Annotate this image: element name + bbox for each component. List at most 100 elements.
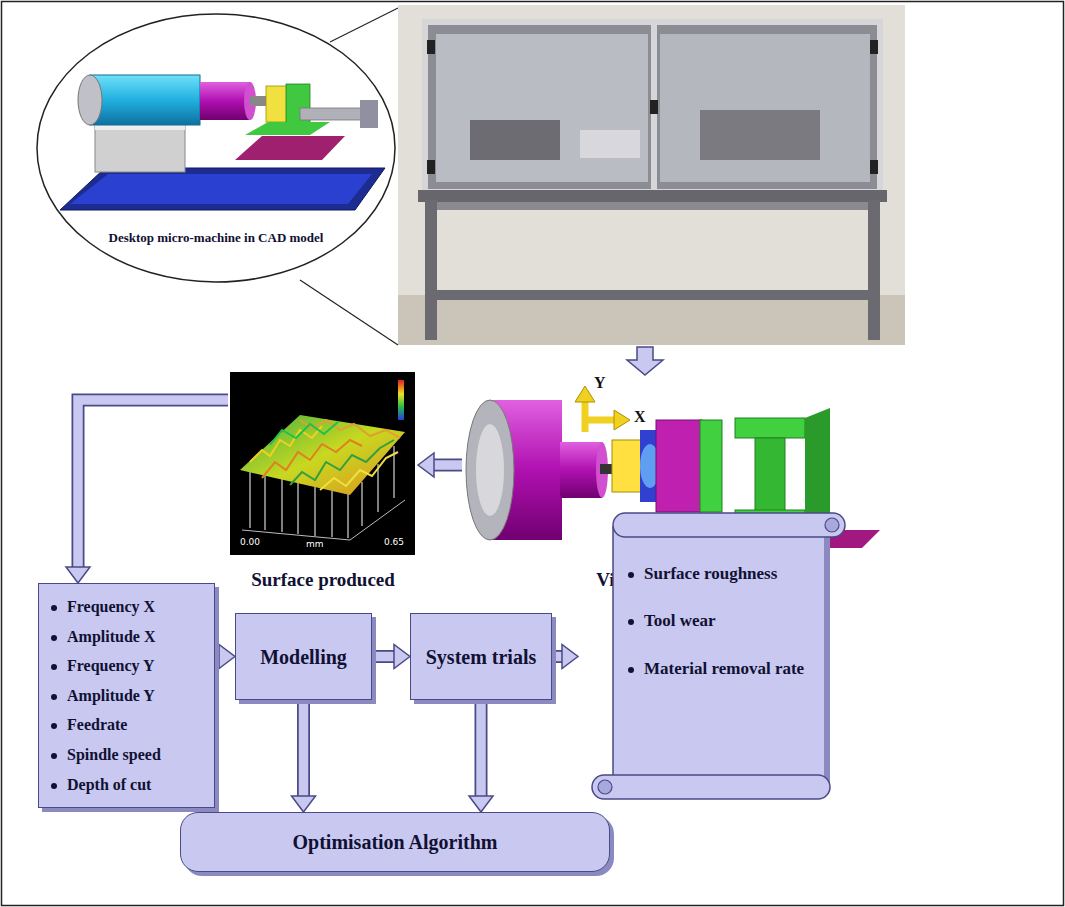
arrow-shaft	[78, 400, 228, 568]
cad-illustration	[60, 75, 385, 210]
bullet-dot	[51, 753, 57, 759]
surface-plot	[315, 487, 316, 536]
axis-label: Y	[594, 374, 606, 392]
surface-plot	[250, 420, 400, 490]
block-arrow	[469, 700, 493, 812]
output-scroll: Surface roughnessTool wearMaterial remov…	[578, 505, 858, 805]
surface-plot	[348, 494, 349, 538]
arrow-shaft-outline	[475, 700, 488, 797]
cad-illustration	[360, 100, 378, 128]
bullet-text: Material removal rate	[644, 658, 804, 679]
enclosure-photo	[650, 100, 658, 114]
enclosure-photo	[425, 200, 437, 340]
process-box: System trials	[410, 613, 552, 700]
bullet-dot	[628, 667, 634, 673]
arrow-shaft-outline	[78, 400, 228, 568]
surface-plot	[398, 380, 404, 420]
block-arrow	[627, 347, 663, 375]
bullet-item: Amplitude X	[51, 627, 206, 646]
enclosure-photo	[398, 5, 905, 345]
arrow-shaft-outline	[433, 459, 462, 472]
vibration-illustration	[466, 386, 880, 548]
enclosure-photo	[398, 5, 905, 345]
enclosure-photo	[470, 120, 560, 160]
bullet-text: Feedrate	[67, 715, 127, 734]
scroll-shape	[613, 527, 828, 785]
enclosure-photo	[398, 295, 905, 345]
scroll-roll	[592, 775, 830, 799]
cad-ellipse: Desktop micro-machine in CAD model	[35, 12, 397, 284]
enclosure-photo	[427, 40, 435, 54]
scroll-curl	[825, 518, 839, 532]
bullet-text: Amplitude Y	[67, 686, 155, 705]
surface-plot	[270, 422, 338, 445]
arrow-head	[562, 645, 578, 669]
vibration-illustration	[735, 418, 805, 438]
bullet-item: Frequency Y	[51, 656, 206, 675]
enclosure-photo	[436, 34, 648, 182]
cad-illustration	[245, 122, 330, 135]
bullet-text: Amplitude X	[67, 627, 155, 646]
image-caption: Surface produced	[251, 569, 395, 590]
enclosure-photo	[580, 130, 640, 158]
arrow-shaft	[433, 460, 462, 470]
plot-tick: mm	[306, 540, 324, 550]
scroll-curl	[598, 780, 612, 794]
vibration-illustration	[656, 420, 702, 512]
optimisation-box: Optimisation Algorithm	[180, 812, 610, 872]
bullet-text: Spindle speed	[67, 745, 161, 764]
bullet-text: Surface roughness	[644, 563, 777, 584]
surface-plot	[262, 440, 362, 478]
block-arrow	[215, 645, 235, 669]
enclosure-photo	[651, 22, 657, 192]
bullet-dot	[51, 664, 57, 670]
arrow-head	[418, 453, 434, 477]
process-box: Modelling	[235, 613, 372, 700]
box-label: Optimisation Algorithm	[292, 830, 497, 854]
vibration-illustration	[805, 408, 830, 530]
bullet-item: Spindle speed	[51, 745, 206, 764]
arrow-shaft-outline	[297, 700, 310, 797]
caption-wrap: Desktop micro-machine in CAD model	[75, 230, 357, 246]
ellipse-outline	[37, 14, 395, 282]
bullet-text: Frequency X	[67, 597, 155, 616]
arrow-head	[219, 645, 235, 669]
enclosure-photo	[418, 190, 887, 202]
scroll-text: Surface roughnessTool wearMaterial remov…	[628, 563, 810, 679]
bullet-dot	[51, 694, 57, 700]
vibration-illustration	[582, 400, 589, 432]
enclosure-photo	[868, 200, 880, 340]
cad-illustration	[250, 96, 268, 106]
arrow-shaft-outline	[372, 650, 395, 663]
arrow-head	[292, 796, 316, 812]
bullet-item: Material removal rate	[628, 658, 810, 679]
arrow-head	[469, 796, 493, 812]
surface-plot	[378, 464, 379, 512]
enclosure-photo	[700, 110, 820, 160]
cad-illustration	[78, 75, 102, 125]
vibration-illustration	[476, 424, 504, 516]
block-arrow	[418, 453, 462, 477]
surface-plot	[250, 472, 251, 528]
vibration-illustration	[560, 442, 602, 498]
bullet-item: Frequency X	[51, 597, 206, 616]
box-label: Modelling	[260, 645, 347, 669]
block-arrow	[552, 645, 578, 669]
caption-wrap: Surface produced	[228, 569, 418, 592]
surface-plot	[230, 372, 415, 555]
bullet-dot	[51, 605, 57, 611]
vibration-illustration	[755, 438, 785, 512]
bullet-dot	[628, 572, 634, 578]
bullet-dot	[51, 635, 57, 641]
bullet-dot	[628, 619, 634, 625]
block-arrow	[372, 645, 410, 669]
bullet-item: Tool wear	[628, 610, 810, 631]
bullet-item: Depth of cut	[51, 775, 206, 794]
box-label: System trials	[426, 645, 537, 669]
bullet-dot	[51, 723, 57, 729]
enclosure-photo	[427, 160, 435, 174]
arrow-head	[394, 645, 410, 669]
cad-illustration	[95, 120, 185, 172]
